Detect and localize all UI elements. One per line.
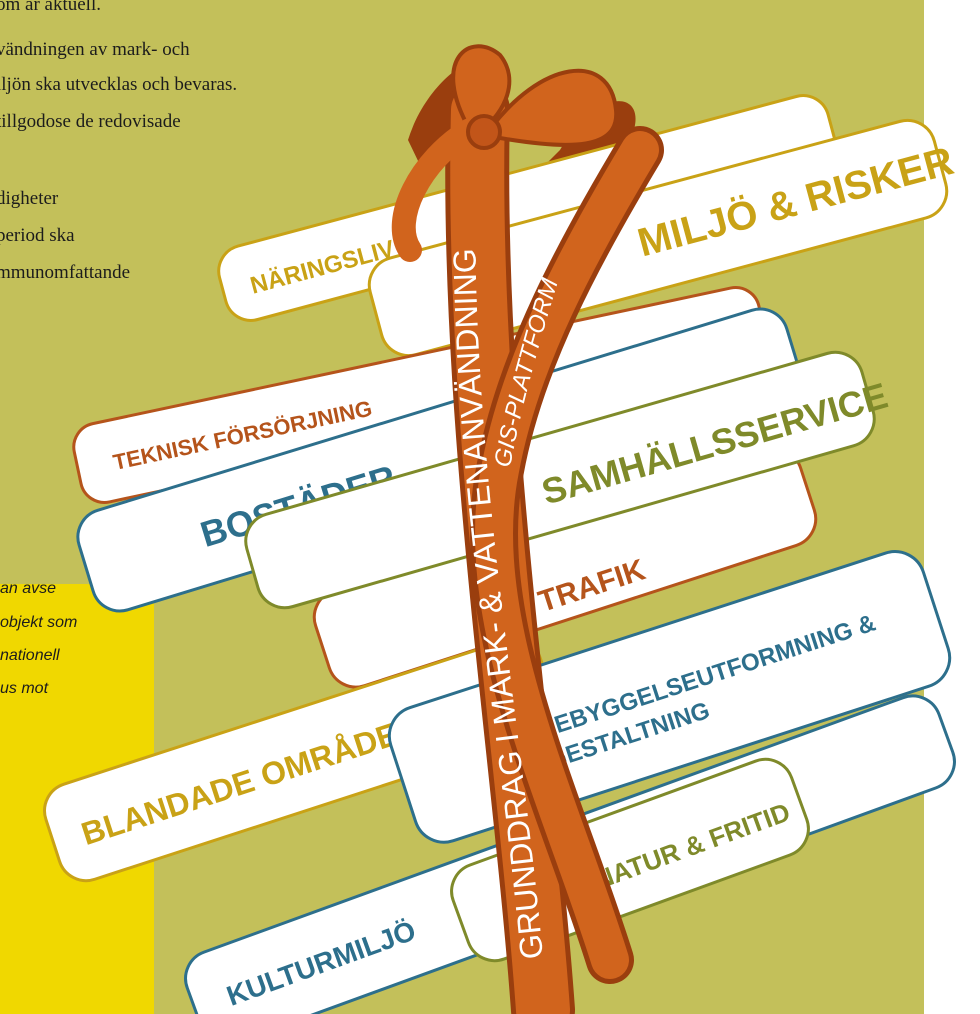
body-text-line: vändningen av mark- och: [0, 39, 190, 60]
body-text-line: mmunomfattande: [0, 262, 131, 283]
sidebar-quote-line: nationell: [0, 647, 60, 664]
body-text-line: digheter: [0, 188, 59, 209]
body-text-line: iljön ska utvecklas och bevaras.: [0, 74, 238, 95]
body-text-line: period ska: [0, 225, 75, 246]
ribbon-bow: [391, 44, 619, 262]
sidebar-quote-line: an avse: [0, 580, 57, 597]
sidebar-quote-line: objekt som: [0, 614, 78, 631]
body-text-line: om är aktuell.: [0, 0, 101, 15]
ribbon: GRUNDDRAG I MARK- & VATTENANVÄNDNING GIS…: [445, 78, 664, 1014]
body-text-line: tillgodose de redovisade: [0, 111, 181, 132]
sidebar-quote-line: us mot: [0, 680, 49, 697]
